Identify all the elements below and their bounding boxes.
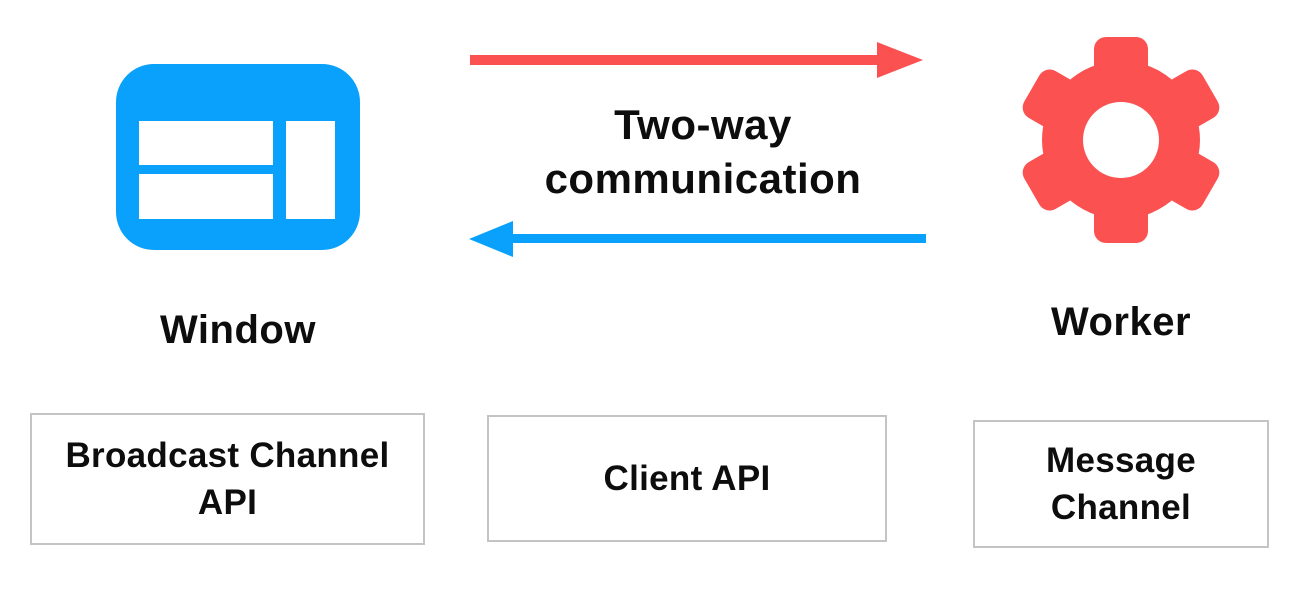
communication-label-line1: Two-way: [614, 101, 792, 148]
arrow-right-icon: [470, 42, 923, 78]
worker-node-label: Worker: [1050, 300, 1192, 344]
communication-label: Two-way communication: [483, 98, 923, 206]
browser-window-icon: [116, 64, 360, 250]
api-box-label: Broadcast Channel API: [65, 436, 390, 522]
api-box-label: Client API: [603, 459, 771, 498]
arrow-left-icon: [469, 221, 926, 257]
window-node-label: Window: [160, 308, 316, 352]
api-box-client: Client API: [487, 415, 887, 542]
api-box-label: Message Channel: [1046, 441, 1196, 527]
gear-icon: [1022, 37, 1220, 243]
api-box-message-channel: Message Channel: [973, 420, 1269, 548]
api-box-broadcast-channel: Broadcast Channel API: [30, 413, 425, 545]
communication-label-line2: communication: [544, 155, 862, 202]
